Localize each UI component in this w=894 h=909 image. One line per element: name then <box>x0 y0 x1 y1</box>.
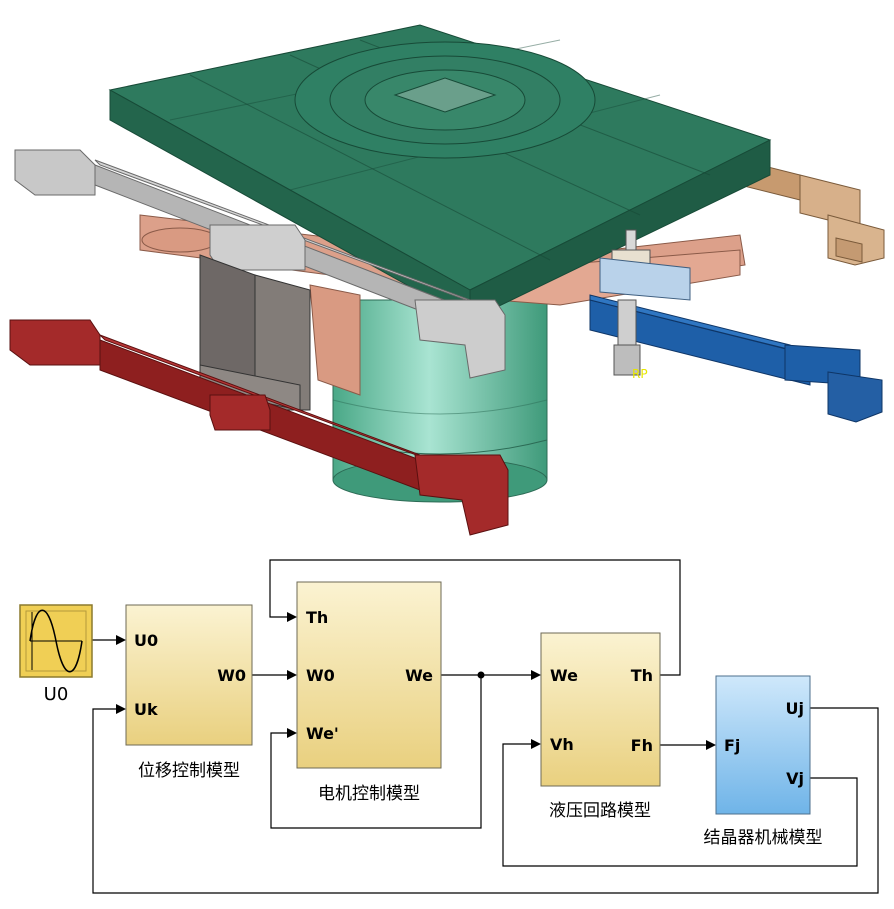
port-w0-in: W0 <box>306 666 335 685</box>
port-fj-in: Fj <box>724 736 740 755</box>
grey-frame <box>199 254 311 411</box>
port-we-out: We <box>405 666 433 685</box>
grey-rail <box>14 149 506 379</box>
port-uk-in: Uk <box>134 700 158 719</box>
sine-source-block[interactable] <box>19 604 93 678</box>
hydraulic-actuator <box>599 229 691 376</box>
wire-vj <box>502 743 858 867</box>
port-th-out: Th <box>631 666 653 685</box>
source-label: U0 <box>44 684 69 705</box>
wire-uj <box>92 707 879 894</box>
port-u0-in: U0 <box>134 631 158 650</box>
displacement-control-block[interactable]: U0 Uk W0 <box>125 604 253 746</box>
mechanical-model-block[interactable]: Fj Uj Vj <box>715 675 811 815</box>
hydraulic-caption: 液压回路模型 <box>549 801 651 821</box>
blue-rail <box>589 294 883 423</box>
rp-model-label: RP <box>632 367 648 381</box>
port-w0-out: W0 <box>217 666 246 685</box>
mechanical-caption: 结晶器机械模型 <box>704 828 823 848</box>
port-vj-out: Vj <box>786 769 804 788</box>
motor-caption: 电机控制模型 <box>318 784 420 804</box>
port-vh-in: Vh <box>550 735 574 754</box>
port-uj-out: Uj <box>786 699 804 718</box>
displacement-caption: 位移控制模型 <box>138 761 240 781</box>
port-fh-out: Fh <box>631 736 653 755</box>
hydraulic-circuit-block[interactable]: We Vh Th Fh <box>540 632 661 787</box>
port-th-in: Th <box>306 608 328 627</box>
machine-top-body <box>108 24 772 321</box>
port-we-prime-in: We' <box>306 724 339 743</box>
machine-illustration: RP <box>9 24 885 536</box>
signal-wires <box>92 559 879 894</box>
wire-th <box>269 559 681 676</box>
port-we-in: We <box>550 666 578 685</box>
red-rail <box>9 319 509 536</box>
block-diagram: U0 U0 Uk W0 位移控制模型 Th W0 We' We 电机控制模型 W… <box>19 559 879 894</box>
wire-we-feedback <box>270 675 482 829</box>
motor-control-block[interactable]: Th W0 We' We <box>296 581 442 769</box>
